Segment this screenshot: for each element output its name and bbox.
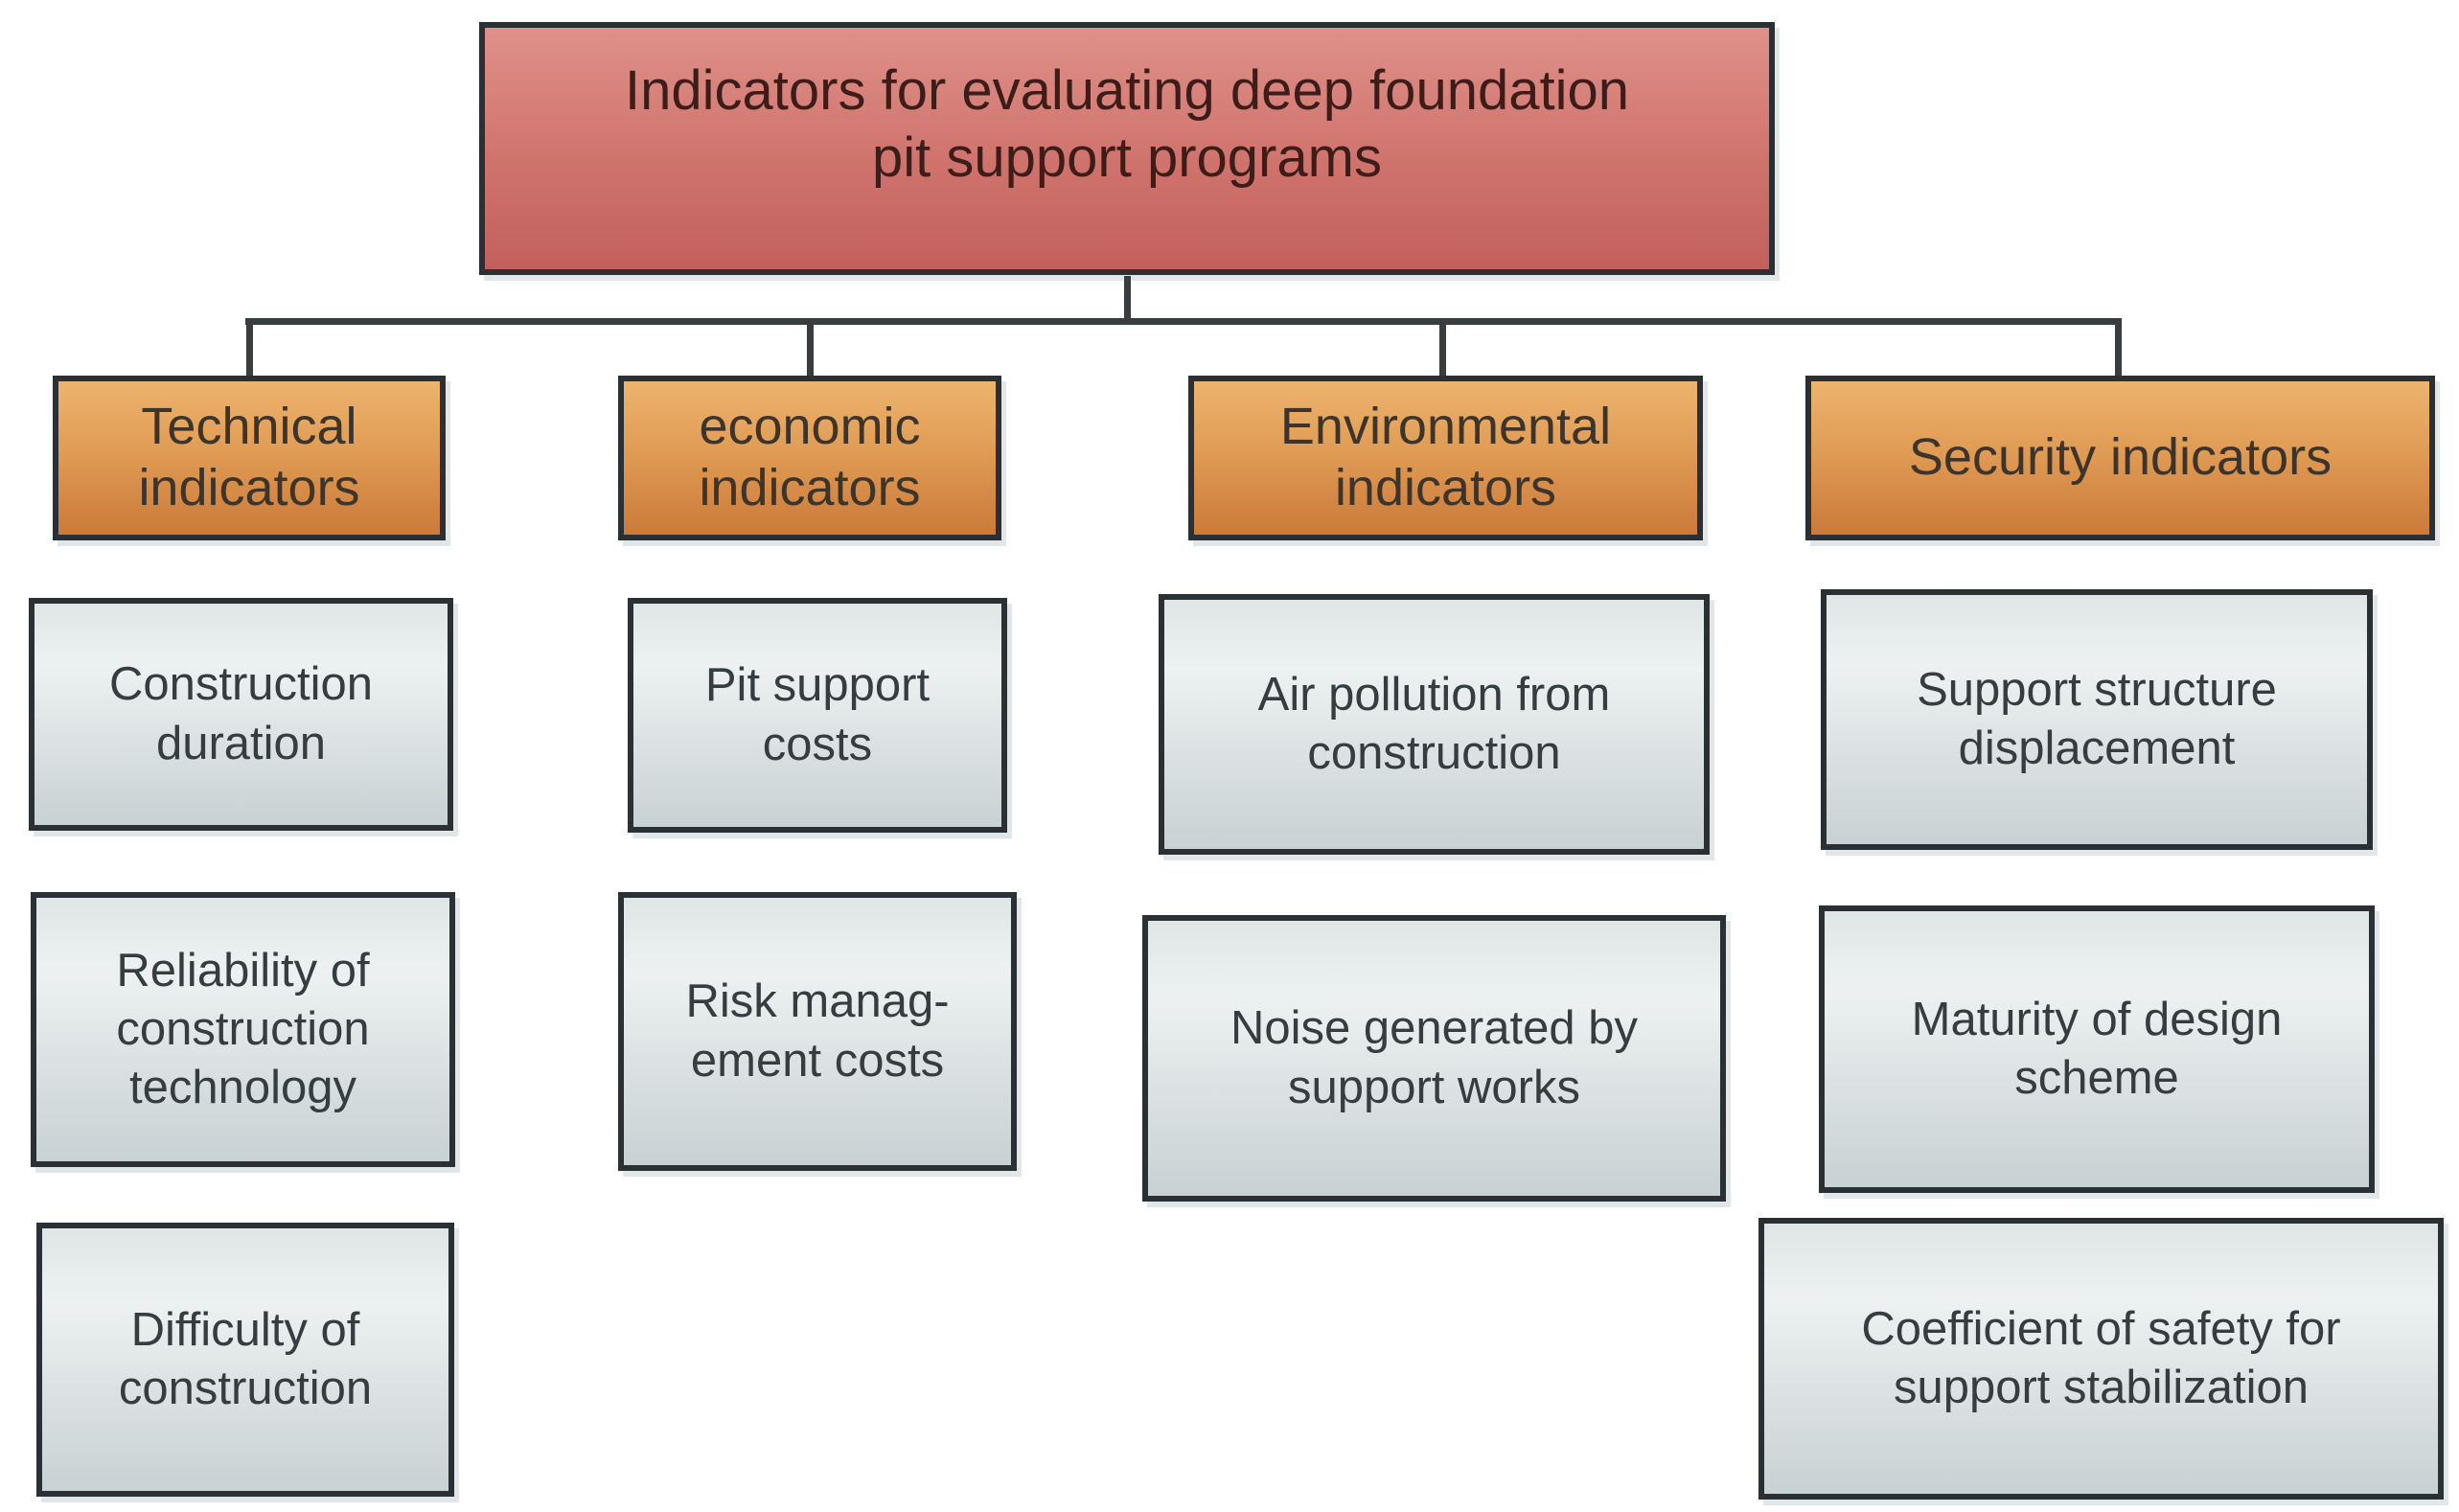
node-item-risk-management-costs: Risk manag- ement costs — [618, 892, 1017, 1171]
category-label: Environmental indicators — [1279, 398, 1612, 516]
category-label: economic indicators — [699, 398, 921, 516]
node-item-support-structure-displacement: Support structure displacement — [1821, 589, 2373, 850]
node-category-technical-indicators: Technical indicators — [53, 376, 446, 540]
item-label: Maturity of design scheme — [1911, 993, 2283, 1104]
item-label: Reliability of construction technology — [116, 944, 370, 1114]
node-item-maturity-of-design-scheme: Maturity of design scheme — [1819, 905, 2375, 1193]
item-label: Air pollution from construction — [1257, 668, 1611, 779]
category-label: Technical indicators — [138, 398, 360, 516]
item-label: Noise generated by support works — [1230, 1002, 1638, 1113]
node-root-label: Indicators for evaluating deep foundatio… — [625, 59, 1629, 189]
connector-drop-security — [2115, 322, 2122, 378]
node-item-difficulty-of-construction: Difficulty of construction — [36, 1223, 454, 1497]
item-label: Risk manag- ement costs — [685, 975, 950, 1087]
item-label: Pit support costs — [704, 659, 931, 770]
node-item-reliability-of-construction-technology: Reliability of construction technology — [31, 892, 455, 1167]
category-label: Security indicators — [1908, 428, 2333, 487]
node-root: Indicators for evaluating deep foundatio… — [479, 22, 1775, 275]
connector-rail — [245, 318, 2122, 325]
node-category-environmental-indicators: Environmental indicators — [1188, 376, 1703, 540]
item-label: Construction duration — [108, 658, 374, 769]
connector-trunk — [1124, 276, 1131, 322]
item-label: Coefficient of safety for support stabil… — [1861, 1302, 2341, 1413]
node-item-air-pollution-from-construction: Air pollution from construction — [1159, 594, 1710, 855]
node-category-security-indicators: Security indicators — [1805, 376, 2435, 540]
node-category-economic-indicators: economic indicators — [618, 376, 1001, 540]
connector-drop-technical — [246, 322, 253, 378]
item-label: Difficulty of construction — [118, 1303, 373, 1414]
connector-drop-environmental — [1439, 322, 1446, 378]
node-item-pit-support-costs: Pit support costs — [628, 598, 1007, 833]
item-label: Support structure displacement — [1917, 663, 2277, 774]
node-item-noise-generated-by-support-works: Noise generated by support works — [1142, 915, 1726, 1202]
connector-drop-economic — [807, 322, 814, 378]
node-item-construction-duration: Construction duration — [29, 598, 453, 831]
node-item-coefficient-of-safety-for-support-stabilization: Coefficient of safety for support stabil… — [1758, 1218, 2444, 1500]
